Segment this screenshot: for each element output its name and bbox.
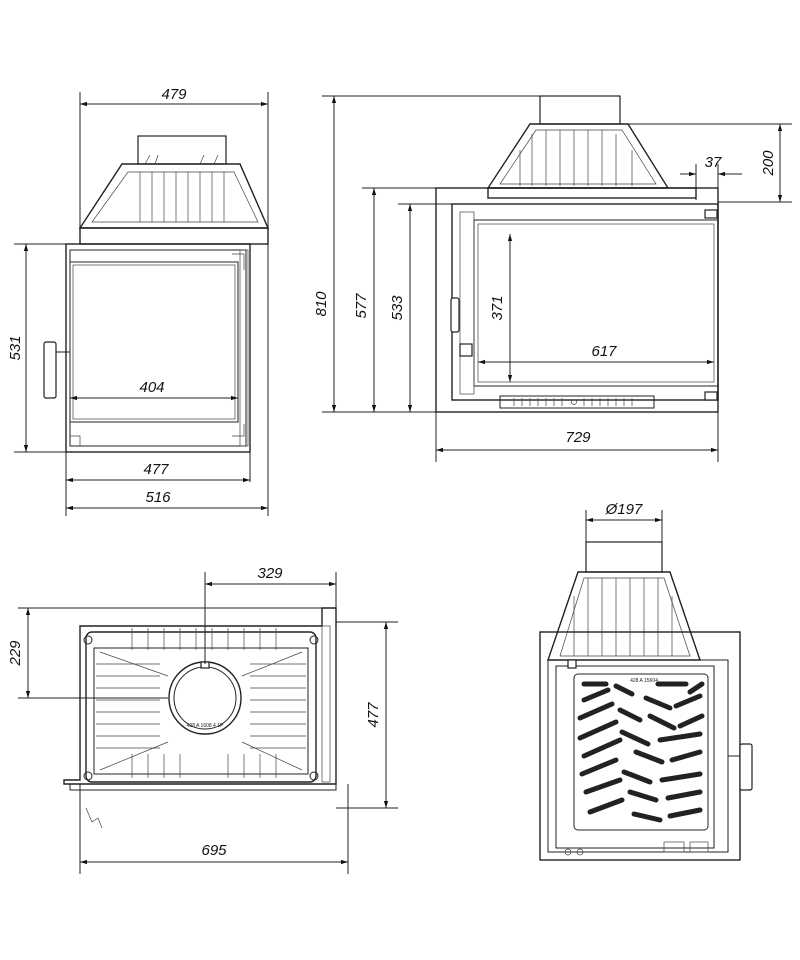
dim-top-width: 695 — [201, 842, 227, 859]
front-view: 479 531 404 477 516 — [7, 86, 270, 516]
dim-side-total-depth: 729 — [565, 429, 591, 446]
front-hood-ribs — [139, 172, 225, 222]
side-view: 810 577 533 371 617 729 37 200 — [313, 95, 792, 462]
dim-back-flue-diameter: Ø197 — [605, 501, 643, 518]
side-flue-collar — [539, 95, 621, 125]
dim-front-glass-width: 404 — [139, 379, 164, 396]
back-plate — [573, 673, 709, 831]
top-view-frame — [63, 607, 337, 785]
front-flue-collar — [137, 135, 227, 165]
dim-top-offset: 329 — [257, 565, 283, 582]
dim-side-offset: 37 — [705, 154, 722, 171]
dim-side-body-height: 577 — [353, 293, 370, 319]
dim-front-height: 531 — [7, 335, 24, 360]
front-body — [79, 227, 269, 245]
side-door-handle — [450, 297, 460, 333]
dim-front-inner-width: 477 — [143, 461, 169, 478]
side-hood — [486, 123, 670, 189]
dim-side-total-height: 810 — [313, 291, 330, 317]
front-door-frame — [65, 243, 251, 453]
dim-side-top-height: 200 — [760, 150, 777, 177]
top-ring-label: 428 A 1608 4 1P — [187, 723, 224, 729]
dim-top-height: 477 — [365, 702, 382, 728]
back-hood — [547, 571, 701, 661]
top-view-outline — [85, 631, 317, 783]
back-door-handle — [739, 743, 753, 791]
dim-side-glass-width: 617 — [591, 343, 617, 360]
dim-side-glass-height: 371 — [489, 295, 506, 320]
dim-top-depth: 229 — [7, 640, 24, 667]
back-flue-collar — [585, 541, 663, 573]
side-hood-ribs — [519, 130, 633, 186]
top-view: 428 A 1608 4 1P 329 229 477 695 — [7, 565, 398, 874]
front-glass — [69, 261, 239, 423]
dim-front-width-top: 479 — [161, 86, 187, 103]
back-hood-ribs — [573, 578, 673, 656]
top-view-ribs — [96, 628, 306, 778]
back-view: 428 A 15604 Ø197 — [539, 501, 753, 861]
dim-side-door-height: 533 — [389, 295, 406, 321]
back-plate-pattern — [577, 681, 705, 823]
side-air-slider — [499, 395, 655, 409]
side-glass — [473, 219, 719, 387]
front-hood — [78, 163, 270, 229]
front-door-handle — [43, 341, 57, 399]
back-plate-label: 428 A 15604 — [630, 678, 658, 684]
dim-front-outer-width: 516 — [145, 489, 171, 506]
